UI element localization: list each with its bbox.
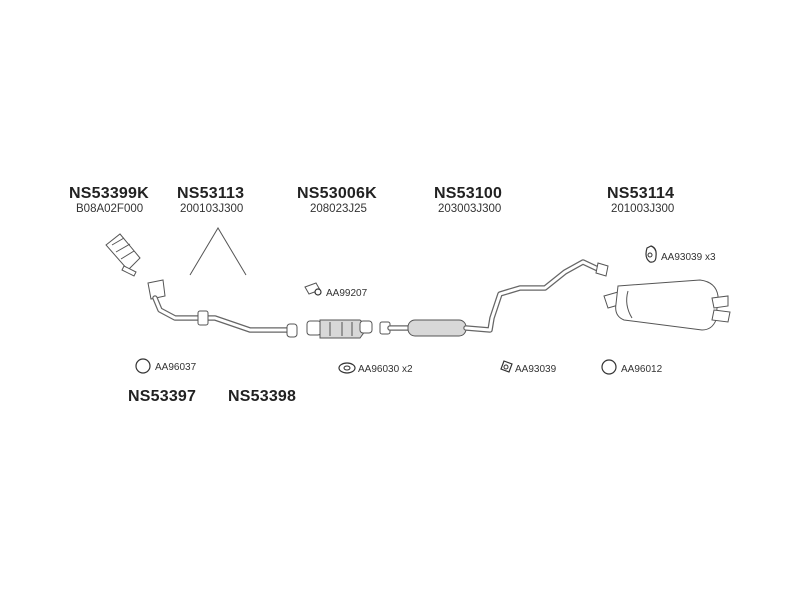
part-number-label: NS53113 xyxy=(177,185,245,202)
oem-code-label: 208023J25 xyxy=(310,203,367,215)
gasket-aa99207-part xyxy=(304,282,322,296)
oem-code-label: 200103J300 xyxy=(180,203,244,215)
part-number-label: NS53398 xyxy=(228,388,297,405)
mount-aa93039-icon xyxy=(500,360,513,373)
oem-code-label: 201003J300 xyxy=(611,203,675,215)
hardware-code-label: AA99207 xyxy=(326,288,368,299)
hardware-code-label: AA96030 x2 xyxy=(358,364,413,375)
oem-code-label: 203003J300 xyxy=(438,203,502,215)
hardware-code-label: AA96012 xyxy=(621,364,663,375)
oem-code-label: B08A02F000 xyxy=(76,203,144,215)
ring-aa96012-icon xyxy=(601,359,617,375)
rubber-mount-x3-icon xyxy=(645,245,657,263)
part-number-label: NS53114 xyxy=(607,185,675,202)
hardware-code-label: AA93039 x3 xyxy=(661,252,716,263)
part-number-label: NS53399K xyxy=(69,185,149,202)
front-catalyst-part xyxy=(105,233,141,277)
part-number-label: NS53397 xyxy=(128,388,197,405)
center-pipe-part xyxy=(379,259,609,337)
part-number-label: NS53006K xyxy=(297,185,377,202)
middle-catalyst-part xyxy=(306,319,373,339)
ring-aa96037-icon xyxy=(135,358,151,374)
front-pipe-part xyxy=(147,279,298,338)
part-number-label: NS53100 xyxy=(434,185,503,202)
hardware-code-label: AA96037 xyxy=(155,362,197,373)
rear-silencer-part xyxy=(603,279,731,331)
hardware-code-label: AA93039 xyxy=(515,364,557,375)
ns53113-indicator-lines xyxy=(189,227,247,276)
ring-aa96030-icon xyxy=(338,362,356,374)
